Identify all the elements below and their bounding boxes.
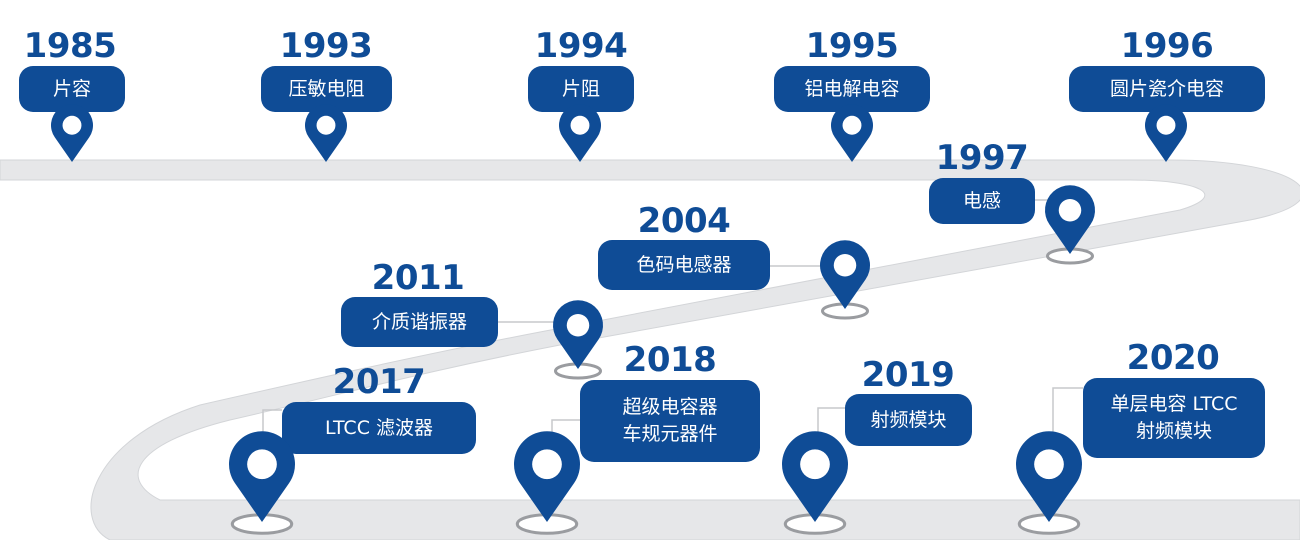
milestone-label: 压敏电阻 <box>261 66 392 112</box>
milestone-year: 1996 <box>1120 26 1214 66</box>
milestone-label: 超级电容器 车规元器件 <box>580 380 760 462</box>
milestone-label: 介质谐振器 <box>341 297 498 347</box>
milestone-label: 射频模块 <box>845 394 972 446</box>
milestone-year: 2017 <box>332 362 426 402</box>
milestone-label: 色码电感器 <box>598 240 770 290</box>
milestone-year: 2011 <box>371 258 465 298</box>
milestone-year: 1993 <box>279 26 373 66</box>
milestone-year: 2019 <box>861 355 955 395</box>
milestone-year: 1995 <box>805 26 899 66</box>
milestone-label: 单层电容 LTCC 射频模块 <box>1083 378 1265 458</box>
milestone-year: 2004 <box>637 201 731 241</box>
milestone-year: 2018 <box>623 340 717 380</box>
milestone-label: 片容 <box>19 66 125 112</box>
milestone-label: 圆片瓷介电容 <box>1069 66 1265 112</box>
milestone-label: 电感 <box>929 178 1035 224</box>
milestone-year: 1994 <box>534 26 628 66</box>
milestone-year: 2020 <box>1126 338 1220 378</box>
milestone-label: 片阻 <box>528 66 634 112</box>
milestone-year: 1997 <box>935 138 1029 178</box>
milestone-label: LTCC 滤波器 <box>282 402 476 454</box>
milestone-year: 1985 <box>23 26 117 66</box>
milestone-label: 铝电解电容 <box>774 66 930 112</box>
